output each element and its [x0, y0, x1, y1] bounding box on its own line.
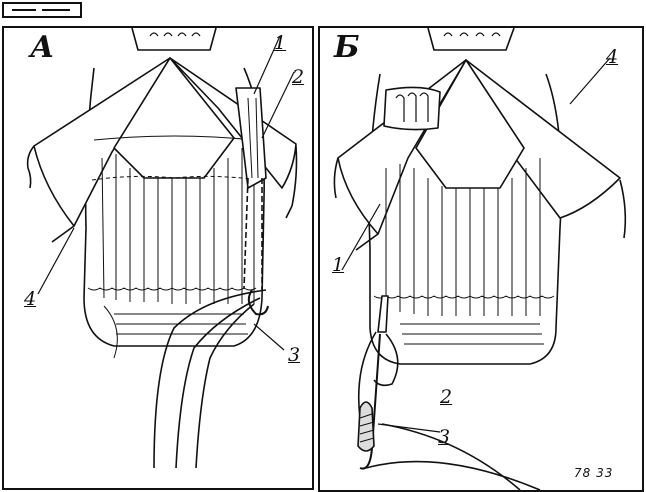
parachute-pack-illustration-b: [333, 28, 627, 490]
callout-2: 2: [292, 66, 305, 88]
callout-4: 4: [24, 288, 37, 310]
figure-code: 78 33: [574, 466, 614, 480]
panel-b: Б 4 1 2 3 78 33: [318, 26, 644, 492]
callout-1: 1: [332, 254, 345, 276]
callout-2: 2: [440, 386, 453, 408]
parachute-pack-illustration-a: [26, 28, 298, 469]
panel-a: А 1 2 3 4: [2, 26, 314, 490]
panel-letter-a: А: [30, 30, 55, 65]
callout-1: 1: [274, 32, 287, 54]
header-strip: [2, 2, 82, 18]
panel-letter-b: Б: [334, 30, 360, 65]
callout-4: 4: [606, 46, 619, 68]
callout-3: 3: [438, 426, 451, 448]
callout-3: 3: [288, 344, 301, 366]
